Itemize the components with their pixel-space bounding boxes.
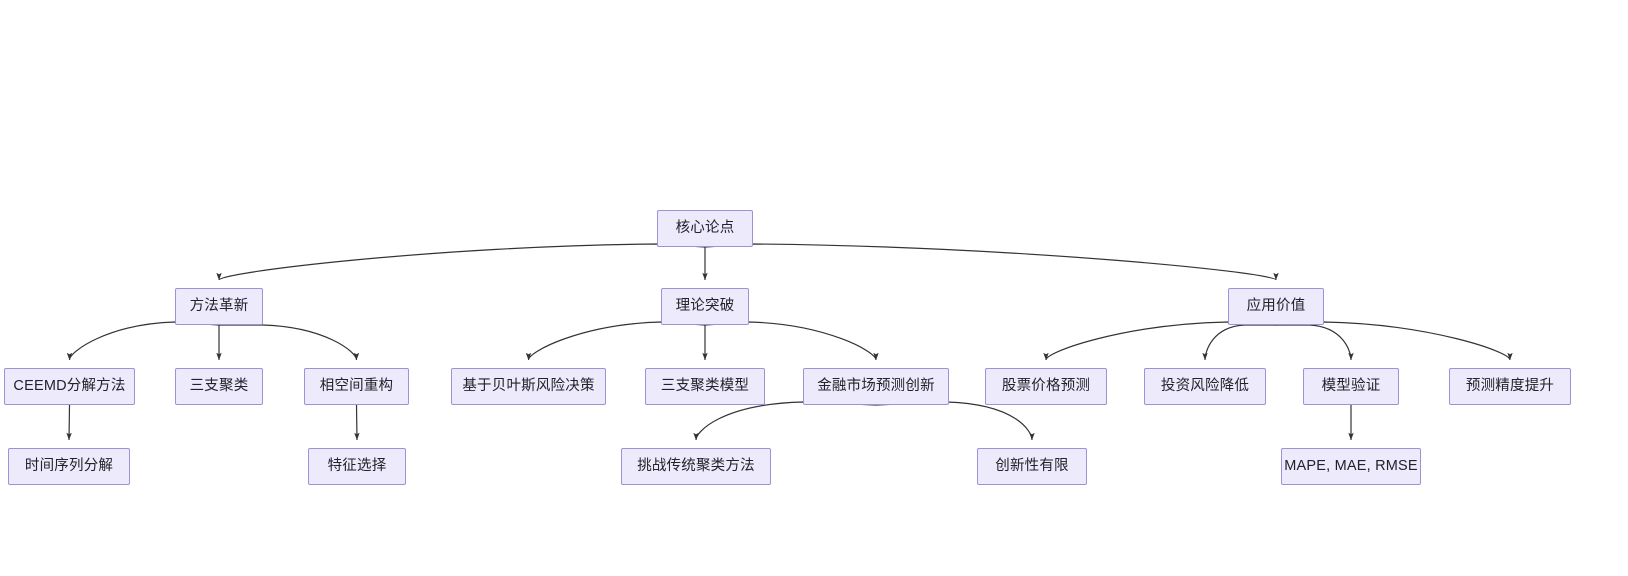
node-c2[interactable]: 三支聚类	[175, 368, 263, 405]
node-d3[interactable]: 挑战传统聚类方法	[621, 448, 771, 485]
node-label: 理论突破	[675, 298, 735, 315]
node-label: 挑战传统聚类方法	[637, 458, 755, 475]
node-label: 股票价格预测	[1001, 378, 1091, 395]
edge-c6-to-d4	[875, 401, 1035, 441]
node-c9[interactable]: 模型验证	[1303, 368, 1399, 405]
node-c3[interactable]: 相空间重构	[304, 368, 409, 405]
node-m2[interactable]: 理论突破	[661, 288, 749, 325]
node-c7[interactable]: 股票价格预测	[985, 368, 1107, 405]
node-root[interactable]: 核心论点	[657, 210, 753, 247]
node-label: 特征选择	[327, 458, 387, 475]
node-label: CEEMD分解方法	[13, 378, 126, 395]
node-m3[interactable]: 应用价值	[1228, 288, 1324, 325]
node-label: 三支聚类模型	[660, 378, 750, 395]
edge-m3-to-c9	[1276, 324, 1354, 361]
edge-root-to-m1	[216, 243, 706, 281]
node-d2[interactable]: 特征选择	[308, 448, 406, 485]
edge-m3-to-c7	[1043, 321, 1277, 361]
node-d1[interactable]: 时间序列分解	[8, 448, 130, 485]
node-label: MAPE, MAE, RMSE	[1284, 458, 1418, 475]
node-c10[interactable]: 预测精度提升	[1449, 368, 1571, 405]
node-label: 模型验证	[1321, 378, 1381, 395]
node-label: 创新性有限	[995, 458, 1069, 475]
node-label: 核心论点	[675, 220, 735, 237]
node-label: 投资风险降低	[1160, 378, 1250, 395]
edge-m3-to-c10	[1275, 321, 1513, 361]
edge-c1-to-d1	[66, 404, 72, 441]
node-label: 金融市场预测创新	[817, 378, 935, 395]
node-m1[interactable]: 方法革新	[175, 288, 263, 325]
node-label: 预测精度提升	[1465, 378, 1555, 395]
node-c5[interactable]: 三支聚类模型	[645, 368, 765, 405]
node-label: 三支聚类	[189, 378, 249, 395]
edge-m2-to-c6	[704, 321, 879, 361]
edge-m2-to-c4	[525, 321, 706, 361]
edge-root-to-m3	[704, 243, 1279, 281]
node-c8[interactable]: 投资风险降低	[1144, 368, 1266, 405]
edge-c3-to-d2	[354, 404, 360, 441]
node-label: 基于贝叶斯风险决策	[462, 378, 595, 395]
node-label: 时间序列分解	[24, 458, 114, 475]
edge-m1-to-c1	[66, 321, 220, 361]
node-d5[interactable]: MAPE, MAE, RMSE	[1281, 448, 1421, 485]
node-c1[interactable]: CEEMD分解方法	[4, 368, 135, 405]
node-c4[interactable]: 基于贝叶斯风险决策	[451, 368, 606, 405]
node-d4[interactable]: 创新性有限	[977, 448, 1087, 485]
node-label: 方法革新	[189, 298, 249, 315]
node-label: 相空间重构	[319, 378, 394, 395]
node-c6[interactable]: 金融市场预测创新	[803, 368, 949, 405]
node-label: 应用价值	[1246, 298, 1306, 315]
edge-m3-to-c8	[1202, 324, 1276, 361]
edge-c6-to-d3	[693, 401, 877, 441]
edge-m1-to-c3	[219, 324, 360, 361]
